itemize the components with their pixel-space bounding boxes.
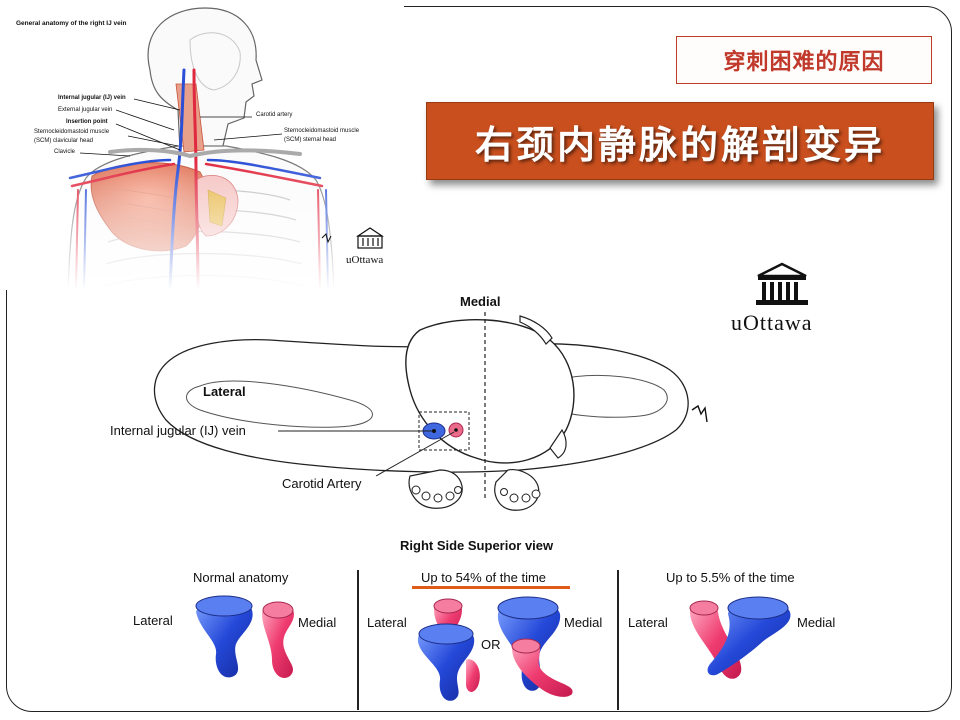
variant-1-lateral: Lateral bbox=[133, 613, 173, 628]
panel-divider-1 bbox=[357, 570, 359, 710]
uottawa-logo-icon-small bbox=[356, 227, 384, 249]
uottawa-logo-text: uOttawa bbox=[731, 310, 813, 335]
variant-vessels bbox=[195, 595, 791, 701]
slide-title: 右颈内静脉的解剖变异 bbox=[474, 124, 885, 167]
superior-view-caption: Right Side Superior view bbox=[400, 538, 554, 553]
variant-2-medial: Medial bbox=[564, 615, 603, 630]
variant-2-vessels bbox=[417, 596, 573, 701]
label-insertion-point: Insertion point bbox=[66, 119, 108, 125]
variant-1-vein bbox=[196, 599, 253, 678]
variant-1-title: Normal anatomy bbox=[193, 570, 289, 585]
section-badge: 穿刺困难的原因 bbox=[676, 36, 932, 84]
label-clavicle: Clavicle bbox=[54, 149, 76, 155]
label-medial: Medial bbox=[460, 294, 501, 309]
panel-divider-2 bbox=[617, 570, 619, 710]
title-banner: 右颈内静脉的解剖变异 bbox=[426, 102, 934, 180]
uottawa-logo-text-small: uOttawa bbox=[346, 254, 384, 266]
upper-anatomy-figure bbox=[0, 0, 404, 290]
label-ij-vein: Internal jugular (IJ) vein bbox=[110, 423, 246, 438]
variant-1-vessels bbox=[195, 595, 294, 679]
label-ij-vein-small: Internal jugular (IJ) vein bbox=[58, 95, 126, 101]
label-carotid-artery-small: Carotid artery bbox=[256, 112, 293, 118]
label-lateral: Lateral bbox=[203, 384, 246, 399]
variant-2-lateral: Lateral bbox=[367, 615, 407, 630]
label-external-jugular: External jugular vein bbox=[58, 107, 113, 113]
label-scm-sternal-2: (SCM) sternal head bbox=[284, 137, 337, 143]
uottawa-logo-icon bbox=[756, 262, 808, 305]
variant-1-medial: Medial bbox=[298, 615, 337, 630]
variant-1-artery bbox=[262, 603, 294, 679]
upper-figure-caption: General anatomy of the right IJ vein bbox=[16, 20, 127, 27]
head-top-view bbox=[405, 318, 575, 464]
variant-3-title: Up to 5.5% of the time bbox=[666, 570, 795, 585]
variant-2-title: Up to 54% of the time bbox=[421, 570, 547, 585]
variant-3-lateral: Lateral bbox=[628, 615, 668, 630]
variant-3-vessels bbox=[689, 596, 791, 679]
variant-3-medial: Medial bbox=[797, 615, 836, 630]
ottawa-crest-icon bbox=[691, 404, 708, 423]
ottawa-crest-icon-small bbox=[321, 233, 332, 244]
variant-2-or: OR bbox=[481, 637, 501, 652]
superior-view-diagram bbox=[153, 312, 708, 511]
label-carotid-artery: Carotid Artery bbox=[282, 476, 362, 491]
label-scm-clavicular-2: (SCM) clavicular head bbox=[34, 138, 94, 144]
section-badge-text: 穿刺困难的原因 bbox=[723, 49, 885, 74]
label-scm-clavicular-1: Sternocleidomastoid muscle bbox=[34, 129, 110, 135]
variant-2-underline bbox=[412, 586, 570, 589]
label-scm-sternal-1: Sternocleidomastoid muscle bbox=[284, 128, 360, 134]
